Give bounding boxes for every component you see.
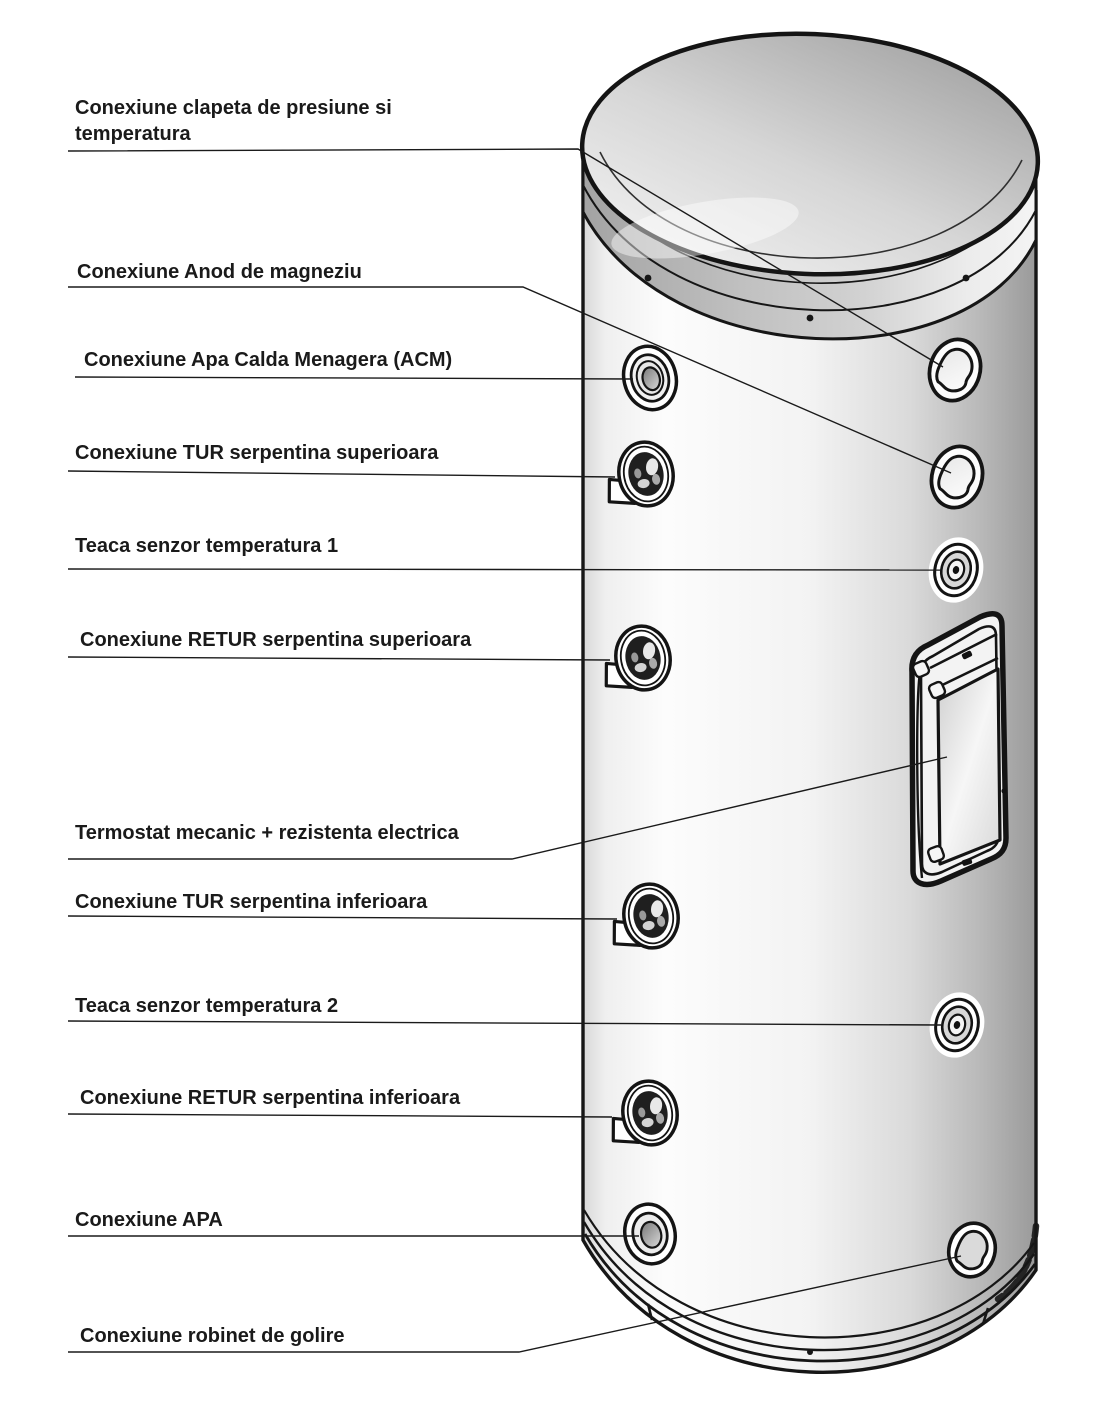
label-magnesium-anode: Conexiune Anod de magneziu <box>77 261 362 283</box>
label-pressure-temp-valve: Conexiune clapeta de presiune si tempera… <box>75 97 392 145</box>
tur-lower-mid <box>627 887 675 945</box>
tank-drawing <box>579 31 1041 1374</box>
acm-port-inner <box>641 366 662 392</box>
thermostat-notch-top <box>961 650 973 660</box>
tur-upper-port <box>607 440 675 508</box>
leader-sensor-2 <box>67 1020 942 1026</box>
leader-acm <box>74 376 634 380</box>
tur-lower-detail <box>639 900 666 931</box>
bottom-rim <box>582 1209 1040 1363</box>
sensor-sheath-2-port <box>929 992 985 1058</box>
label-drain-valve: Conexiune robinet de golire <box>80 1325 345 1347</box>
retur-upper-mid <box>619 629 667 687</box>
thermostat-notch-bottom <box>961 858 973 866</box>
lid-ellipse <box>579 31 1041 277</box>
leader-magnesium-anode <box>68 286 952 474</box>
retur-lower-detail <box>638 1097 665 1128</box>
tur-lower-port <box>612 882 680 950</box>
sensor-sheath-1-port <box>928 537 984 603</box>
rim-dot <box>807 1349 813 1355</box>
tur-upper-mid <box>622 445 670 503</box>
bottom-rim-arc-1 <box>583 1209 1035 1339</box>
rim-shade-right <box>994 1222 1040 1303</box>
thermostat-window <box>936 667 1002 866</box>
label-retur-lower-coil: Conexiune RETUR serpentina inferioara <box>80 1087 461 1109</box>
valve-port <box>927 337 983 403</box>
leader-thermostat <box>68 756 948 860</box>
leader-sensor-1 <box>67 568 942 571</box>
thermostat-boss-2 <box>927 680 947 700</box>
leader-retur-upper <box>67 656 611 661</box>
thermostat-plate <box>909 611 1009 888</box>
label-water: Conexiune APA <box>75 1209 223 1231</box>
retur-lower-port <box>611 1079 679 1147</box>
leader-pressure-temp-valve <box>67 148 944 368</box>
anode-port-thread <box>937 454 976 500</box>
sheath2-center <box>953 1021 961 1029</box>
leader-tur-upper <box>67 470 616 478</box>
label-retur-upper-coil: Conexiune RETUR serpentina superioara <box>80 629 472 651</box>
label-tur-lower-coil: Conexiune TUR serpentina inferioara <box>75 891 428 913</box>
acm-port <box>621 344 679 412</box>
label-thermostat: Termostat mecanic + rezistenta electrica <box>75 822 459 844</box>
rivet-dot-left <box>644 274 652 282</box>
tank-lid <box>579 31 1041 277</box>
label-tur-upper-coil: Conexiune TUR serpentina superioara <box>75 442 439 464</box>
lid-inner-arc <box>599 151 1023 259</box>
lid-highlight <box>611 197 799 259</box>
water-port-inner <box>639 1220 663 1249</box>
drain-port-thread <box>954 1229 989 1271</box>
label-acm: Conexiune Apa Calda Menagera (ACM) <box>84 349 453 371</box>
leader-tur-lower <box>67 915 618 920</box>
thermostat-boss-1 <box>911 659 931 679</box>
label-sensor-sheath-1: Teaca senzor temperatura 1 <box>75 535 339 557</box>
flange-inner-arc <box>582 184 1037 312</box>
leader-drain <box>68 1255 962 1353</box>
leader-retur-lower <box>67 1113 613 1118</box>
tur-upper-detail <box>634 458 661 489</box>
sheath1-center <box>952 566 960 574</box>
water-port <box>623 1202 677 1266</box>
thermostat-slat-1 <box>929 632 998 670</box>
valve-port-thread <box>935 347 974 393</box>
rim-tick-right <box>981 1307 990 1325</box>
rivet-dot-right <box>962 274 970 282</box>
rivet-dot-center <box>806 314 814 322</box>
retur-upper-detail <box>631 642 658 673</box>
anode-port <box>929 444 985 510</box>
drain-port <box>946 1221 998 1279</box>
leader-lines <box>67 148 962 1353</box>
retur-lower-mid <box>626 1084 674 1142</box>
thermostat-side-dot <box>1001 788 1007 794</box>
label-sensor-sheath-2: Teaca senzor temperatura 2 <box>75 995 339 1017</box>
thermostat-boss-3 <box>926 844 946 864</box>
retur-upper-port <box>604 624 672 692</box>
rim-tick-left <box>646 1303 654 1321</box>
